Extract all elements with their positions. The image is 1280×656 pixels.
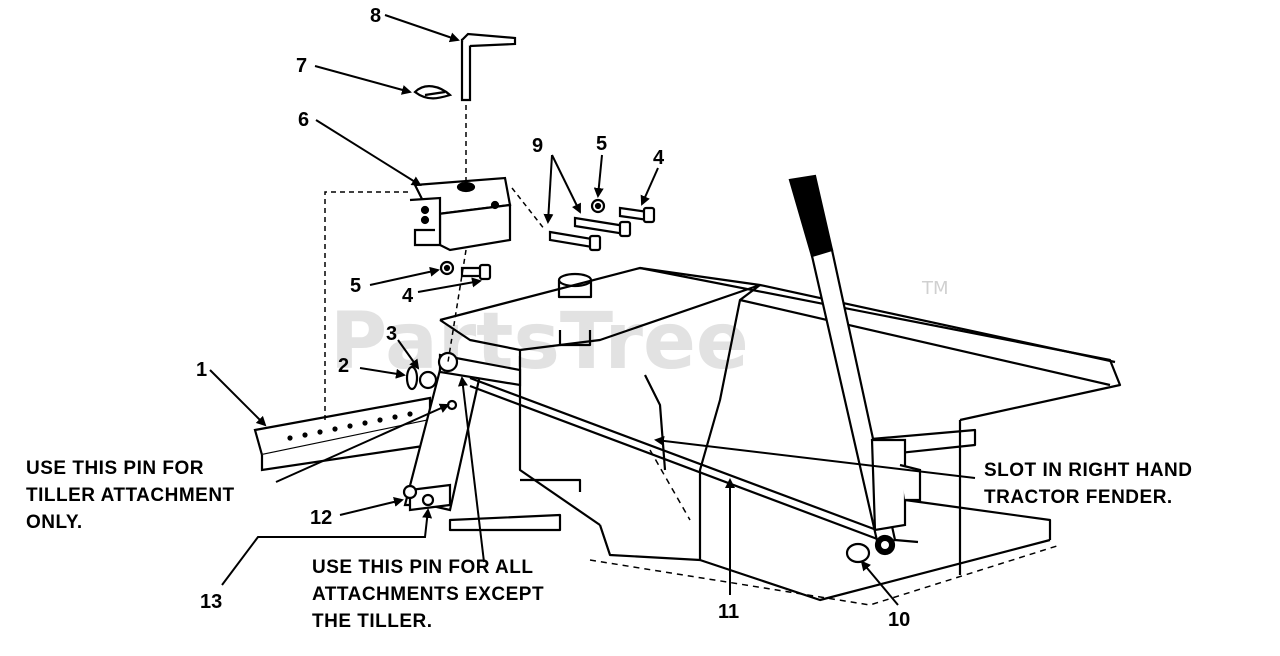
- svg-text:SLOT IN RIGHT HAND: SLOT IN RIGHT HAND: [984, 460, 1193, 481]
- callout-5-upper: 5: [596, 133, 607, 155]
- svg-text:ONLY.: ONLY.: [26, 512, 83, 533]
- svg-text:USE THIS PIN FOR ALL: USE THIS PIN FOR ALL: [312, 557, 533, 578]
- callout-4-lower: 4: [402, 285, 414, 307]
- callout-6: 6: [298, 109, 309, 131]
- note-fender-slot: SLOT IN RIGHT HAND TRACTOR FENDER.: [984, 460, 1193, 508]
- callout-12: 12: [310, 507, 332, 529]
- svg-text:ATTACHMENTS EXCEPT: ATTACHMENTS EXCEPT: [312, 584, 544, 605]
- callout-3: 3: [386, 323, 397, 345]
- callout-10: 10: [888, 609, 910, 631]
- watermark-trademark: TM: [921, 278, 949, 299]
- lift-rod: [469, 376, 883, 542]
- callout-11: 11: [718, 601, 739, 623]
- callout-8: 8: [370, 5, 381, 27]
- note-all-attachments-pin: USE THIS PIN FOR ALL ATTACHMENTS EXCEPT …: [312, 557, 544, 632]
- callout-9: 9: [532, 135, 543, 157]
- hardware-bolts: [439, 198, 656, 281]
- svg-text:USE THIS PIN FOR: USE THIS PIN FOR: [26, 458, 204, 479]
- leader-arrows: [209, 14, 976, 606]
- tractor-body: [439, 266, 1122, 602]
- svg-text:THE TILLER.: THE TILLER.: [312, 611, 433, 632]
- hitch-bar: [253, 396, 432, 472]
- callout-4-upper: 4: [653, 147, 665, 169]
- l-pin: [460, 32, 517, 102]
- note-tiller-pin: USE THIS PIN FOR TILLER ATTACHMENT ONLY.: [26, 458, 235, 533]
- callout-1: 1: [196, 359, 207, 381]
- hairpin-clip: [413, 85, 453, 100]
- lift-arm-assembly: [402, 351, 522, 512]
- callout-5-lower: 5: [350, 275, 361, 297]
- svg-text:TRACTOR FENDER.: TRACTOR FENDER.: [984, 487, 1173, 508]
- hitch-bracket: [409, 176, 512, 252]
- svg-text:TILLER ATTACHMENT: TILLER ATTACHMENT: [26, 485, 235, 506]
- lift-lever: [788, 174, 922, 564]
- callout-7: 7: [296, 55, 307, 77]
- assembly-guide-lines: [324, 105, 546, 420]
- callout-13: 13: [200, 591, 222, 613]
- fender-dashed-outline: [589, 544, 1061, 606]
- callout-2: 2: [338, 355, 349, 377]
